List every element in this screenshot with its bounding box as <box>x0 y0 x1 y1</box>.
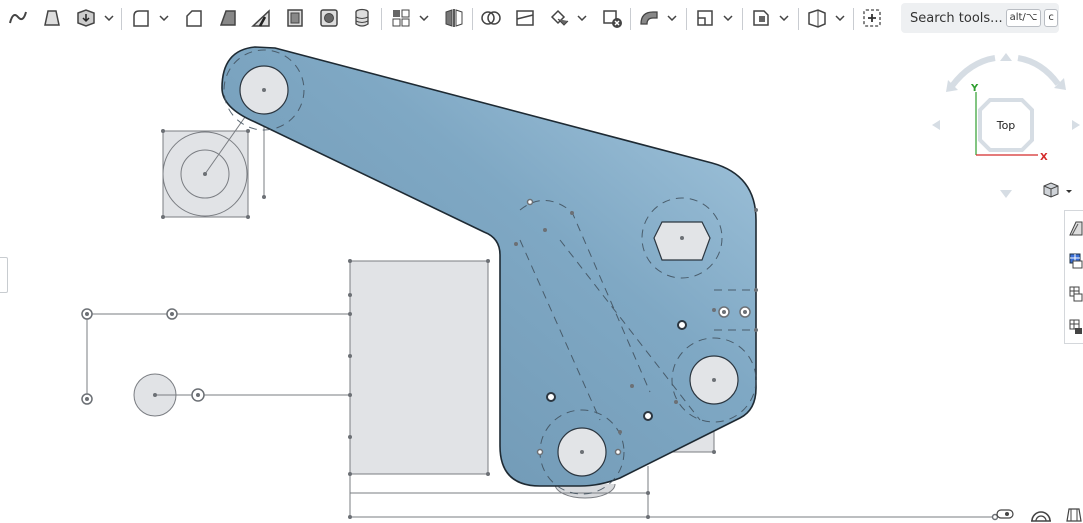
search-tools-box[interactable]: Search tools... alt/⌥ c <box>901 3 1059 33</box>
mass-properties-icon[interactable] <box>1031 511 1051 522</box>
x-axis-label: X <box>1040 152 1048 163</box>
rotate-arrow-right[interactable] <box>1017 55 1061 86</box>
appearance-icon[interactable] <box>1065 211 1083 244</box>
view-options-caret[interactable] <box>1066 190 1072 193</box>
mate-connector-menu-caret[interactable] <box>778 10 790 26</box>
mirror-icon[interactable] <box>442 6 466 30</box>
toolbar-separator <box>742 8 743 30</box>
toolbar-separator <box>630 8 631 30</box>
transform-icon[interactable] <box>547 6 571 30</box>
view-options-button[interactable] <box>1043 182 1072 198</box>
section-view-icon[interactable] <box>1065 277 1083 310</box>
feature-list-collapse-tab[interactable] <box>0 257 8 293</box>
measure-icon[interactable] <box>1065 310 1083 343</box>
delete-part-icon[interactable] <box>600 6 624 30</box>
toolbar-separator <box>121 8 122 30</box>
y-axis-label: Y <box>970 83 979 94</box>
fillet-menu-caret[interactable] <box>158 10 170 26</box>
hole-icon[interactable] <box>317 6 341 30</box>
units-icon[interactable] <box>996 509 1014 519</box>
sketch-points[interactable] <box>153 88 758 519</box>
view-up-arrow[interactable] <box>1000 53 1012 61</box>
hex-hole[interactable] <box>653 221 711 261</box>
top-face-label: Top <box>996 119 1016 132</box>
sketch-rectangle[interactable] <box>349 260 489 475</box>
thicken-icon[interactable] <box>74 6 98 30</box>
plane-menu-caret[interactable] <box>722 10 734 26</box>
shortcut-modifier-key: alt/⌥ <box>1005 9 1042 27</box>
thicken-menu-caret[interactable] <box>103 10 115 26</box>
pattern-menu-caret[interactable] <box>418 10 430 26</box>
toolbar-separator <box>853 8 854 30</box>
boolean-icon[interactable] <box>479 6 503 30</box>
feature-toolbar: Search tools... alt/⌥ c <box>0 0 1083 36</box>
shell-icon[interactable] <box>283 6 307 30</box>
toolbar-separator <box>381 8 382 30</box>
chamfer-icon[interactable] <box>182 6 206 30</box>
view-cube[interactable]: Top Y X <box>930 48 1080 208</box>
mate-connector-icon[interactable] <box>749 6 773 30</box>
transform-menu-caret[interactable] <box>576 10 588 26</box>
view-left-arrow[interactable] <box>932 120 940 130</box>
view-right-arrow[interactable] <box>1072 120 1080 130</box>
sweep-icon[interactable] <box>6 6 30 30</box>
view-down-arrow[interactable] <box>1000 190 1012 198</box>
right-side-panel <box>1064 210 1083 344</box>
rotate-arrow-left[interactable] <box>949 55 996 88</box>
modify-fillet-menu-caret[interactable] <box>666 10 678 26</box>
draft-icon[interactable] <box>216 6 240 30</box>
pattern-icon[interactable] <box>389 6 413 30</box>
split-icon[interactable] <box>513 6 537 30</box>
plane-icon[interactable] <box>693 6 717 30</box>
toolbar-separator <box>472 8 473 30</box>
measure-tool-icon[interactable] <box>1066 508 1082 522</box>
sheet-metal-icon[interactable] <box>805 6 829 30</box>
rib-icon[interactable] <box>249 6 273 30</box>
loft-icon[interactable] <box>40 6 64 30</box>
bottom-toolbar <box>996 508 1082 522</box>
toolbar-separator <box>686 8 687 30</box>
sheet-metal-menu-caret[interactable] <box>834 10 846 26</box>
fillet-icon[interactable] <box>129 6 153 30</box>
part-body[interactable] <box>221 46 757 487</box>
top-face[interactable] <box>978 98 1034 152</box>
add-custom-feature-icon[interactable] <box>860 6 884 30</box>
shortcut-key: c <box>1044 9 1058 27</box>
display-states-icon[interactable] <box>1065 244 1083 277</box>
toolbar-separator <box>798 8 799 30</box>
modify-fillet-icon[interactable] <box>637 6 661 30</box>
search-tools-label: Search tools... <box>910 10 1003 26</box>
thread-icon[interactable] <box>350 6 374 30</box>
